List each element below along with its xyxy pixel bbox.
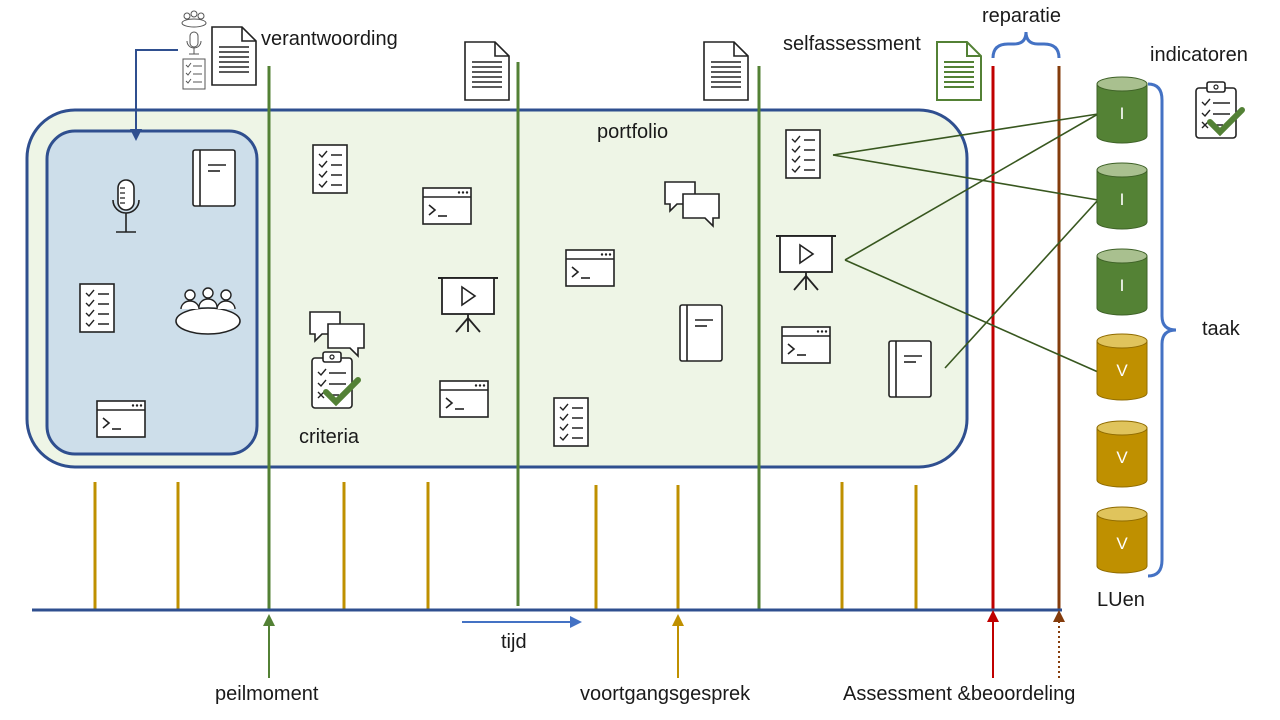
document-icon-verantwoording	[211, 26, 257, 86]
lu-connection-lines	[832, 113, 1099, 373]
criteria-clipboard-check-icon	[312, 352, 358, 408]
lu-cylinder-letter: V	[1116, 448, 1128, 467]
terminal-icon	[565, 249, 615, 287]
peilmoment-label: peilmoment	[215, 683, 319, 705]
lu-cylinder-3: I	[1096, 248, 1148, 316]
assessment-label: Assessment &beoordeling	[843, 683, 1076, 705]
indicatoren-clipboard-check-icon	[1196, 82, 1242, 138]
lu-cylinder-letter: I	[1120, 190, 1125, 209]
checklist-icon	[79, 283, 115, 333]
lu-cylinders: I I I V V V	[1096, 76, 1148, 574]
luen-label: LUen	[1097, 589, 1145, 611]
tijd-label: tijd	[501, 631, 527, 653]
terminal-icon	[439, 380, 489, 418]
document-icon-2	[464, 41, 510, 101]
taak-label: taak	[1202, 318, 1240, 340]
voortgang-lines	[93, 482, 918, 610]
lu-cylinder-6: V	[1096, 506, 1148, 574]
evidence-connector-arrow	[130, 49, 178, 141]
voortgangsgesprek-label: voortgangsgesprek	[580, 683, 751, 705]
terminal-icon	[422, 187, 472, 225]
lu-cylinder-letter: I	[1120, 104, 1125, 123]
notebook-icon	[679, 304, 723, 362]
verantwoording-label: verantwoording	[261, 28, 398, 50]
lu-cylinder-1: I	[1096, 76, 1148, 144]
lu-cylinder-letter: V	[1116, 534, 1128, 553]
lu-cylinder-2: I	[1096, 162, 1148, 230]
portfolio-area	[25, 108, 969, 469]
lu-cylinder-letter: I	[1120, 276, 1125, 295]
document-icon-3	[703, 41, 749, 101]
criteria-label: criteria	[299, 426, 360, 448]
terminal-icon	[96, 400, 146, 438]
notebook-icon	[192, 149, 236, 207]
checklist-icon	[312, 144, 348, 194]
notebook-icon	[888, 340, 932, 398]
lu-cylinder-5: V	[1096, 420, 1148, 488]
lu-cylinder-letter: V	[1116, 361, 1128, 380]
checklist-icon	[553, 397, 589, 447]
selfassessment-document-icon	[936, 41, 982, 101]
lu-cylinder-4: V	[1096, 333, 1148, 401]
reparatie-label: reparatie	[982, 5, 1061, 27]
meeting-icon	[175, 287, 241, 335]
reparatie-brace	[991, 31, 1061, 59]
checklist-icon	[785, 129, 821, 179]
peilmoment-lines	[267, 62, 761, 610]
icon-stack	[181, 10, 207, 90]
portfolio-label: portfolio	[597, 121, 669, 143]
evidence-box	[45, 129, 259, 456]
taak-brace	[1147, 82, 1177, 578]
selfassessment-label: selfassessment	[783, 33, 921, 55]
indicatoren-label: indicatoren	[1150, 44, 1248, 66]
terminal-icon	[781, 326, 831, 364]
